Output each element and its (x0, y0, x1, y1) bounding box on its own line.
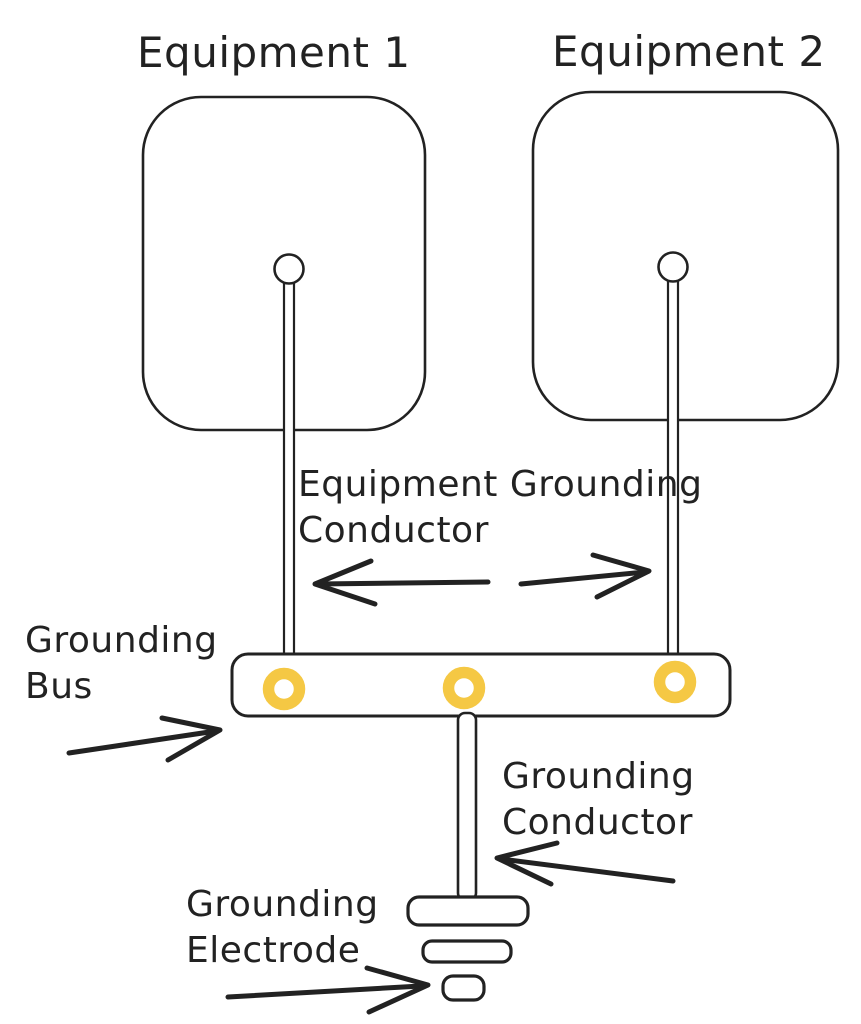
equipment-grounding-conductor-label: Equipment Grounding Conductor (298, 464, 703, 551)
grounding-electrode-label: Grounding Electrode (186, 884, 379, 971)
equipment2-terminal-circle (657, 251, 689, 283)
grounding-electrode-plate-bottom (441, 974, 486, 1002)
grounding-bus-label: Grounding Bus (25, 620, 218, 707)
grounding-electrode-arrow (225, 965, 431, 1015)
equipment2-title: Equipment 2 (552, 27, 826, 76)
equipment-grounding-conductor-left-arrow (312, 558, 491, 607)
bus-terminal-ring-right (653, 660, 697, 704)
equipment2-box (531, 90, 840, 422)
grounding-conductor-arrow (494, 840, 676, 887)
bus-terminal-ring-left (262, 667, 306, 711)
grounding-electrode-plate-middle (421, 939, 513, 964)
equipment1-title: Equipment 1 (137, 28, 411, 77)
equipment1-grounding-conductor-wire (282, 268, 296, 658)
grounding-conductor-wire (456, 711, 478, 902)
equipment-grounding-conductor-right-arrow (518, 552, 652, 600)
bus-terminal-ring-middle (442, 666, 486, 710)
equipment1-terminal-circle (273, 253, 305, 285)
grounding-conductor-label: Grounding Conductor (502, 756, 695, 843)
grounding-electrode-plate-top (406, 895, 530, 927)
grounding-bus-arrow (66, 715, 223, 763)
